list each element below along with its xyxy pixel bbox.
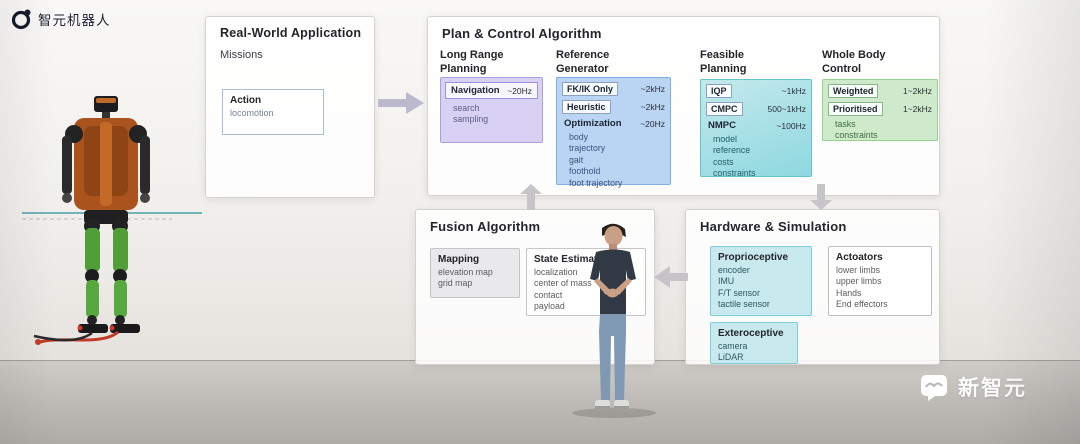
box-item: tactile sensor <box>718 299 770 310</box>
box-item: localization <box>534 267 578 277</box>
module-item: body <box>569 132 589 142</box>
xinzhiyuan-logo-icon <box>921 374 947 401</box>
module-item: foot trajectory <box>569 177 623 188</box>
module-name: Weighted <box>828 84 879 98</box>
panel-title: Hardware & Simulation <box>700 219 847 234</box>
module-item: constraints <box>713 168 756 179</box>
feasible-planning-module: IQP ~1kHz CMPC 500~1kHz NMPC ~100Hz mode… <box>700 79 812 179</box>
panel-title: Plan & Control Algorithm <box>442 26 602 41</box>
box-item: upper limbs <box>836 276 882 287</box>
box-item: elevation map <box>438 267 493 277</box>
column-heading-long-range: Long Range Planning <box>440 49 504 75</box>
brand-logo: 智元机器人 <box>10 8 111 30</box>
module-item: trajectory <box>569 143 606 154</box>
module-name: NMPC <box>708 120 736 131</box>
watermark-name: 新智元 <box>958 377 1027 400</box>
action-item: locomotion <box>230 108 274 118</box>
box-item: Hands <box>836 287 862 298</box>
arrow-plan-to-hardware <box>810 184 832 210</box>
box-title: State Estimation <box>534 254 613 265</box>
module-name: Optimization <box>564 118 622 129</box>
column-heading-feasible: Feasible Planning <box>700 49 747 75</box>
module-rate: ~2kHz <box>640 102 665 112</box>
module-item: search <box>453 103 480 113</box>
real-world-application-panel: Real-World Application Missions Action l… <box>205 16 375 198</box>
box-item: encoder <box>718 265 750 275</box>
module-name: Heuristic <box>562 100 611 114</box>
mapping-box: Mapping elevation map grid map <box>430 248 520 298</box>
watermark: 新智元 <box>920 372 1027 402</box>
module-name: IQP <box>706 84 732 98</box>
module-name: Navigation <box>451 85 500 96</box>
module-rate: ~2kHz <box>640 84 665 94</box>
panel-title: Fusion Algorithm <box>430 219 541 234</box>
module-rate: ~20Hz <box>640 118 665 129</box>
stage-floor <box>0 360 1080 444</box>
brand-name: 智元机器人 <box>38 13 111 28</box>
robot-visualization <box>22 96 202 345</box>
navigation-module: Navigation ~20Hz search sampling <box>440 77 543 143</box>
missions-label: Missions <box>220 49 263 61</box>
module-rate: 1~2kHz <box>902 86 932 96</box>
module-rate: 500~1kHz <box>767 104 806 114</box>
reference-generator-module: FK/IK Only ~2kHz Heuristic ~2kHz Optimiz… <box>556 77 671 188</box>
module-item: foothold <box>569 166 601 177</box>
panel-title: Real-World Application <box>220 26 362 40</box>
module-item: sampling <box>453 114 489 125</box>
box-item: F/T sensor <box>718 287 760 298</box>
box-item: End effectors <box>836 299 888 310</box>
box-item: contact <box>534 289 563 300</box>
box-title: Actoators <box>836 252 883 263</box>
column-heading-reference: Reference Generator <box>556 49 610 75</box>
box-item: payload <box>534 301 565 312</box>
module-rate: ~100Hz <box>776 120 806 131</box>
box-item: LiDAR <box>718 352 744 363</box>
module-item: model <box>713 134 737 144</box>
whole-body-control-module: Weighted 1~2kHz Prioritised 1~2kHz tasks… <box>822 79 938 141</box>
column-heading-wbc: Whole Body Control <box>822 49 886 75</box>
module-item: constraints <box>835 130 878 141</box>
module-rate: ~1kHz <box>781 86 806 96</box>
module-item: reference <box>713 145 751 156</box>
arrow-hardware-to-fusion <box>654 266 688 288</box>
exteroceptive-box: Exteroceptive camera LiDAR <box>710 322 798 364</box>
module-header: Navigation ~20Hz <box>445 82 538 99</box>
action-title: Action <box>230 95 262 106</box>
agibot-logo-icon <box>11 9 31 30</box>
module-name: Prioritised <box>828 102 883 116</box>
presenter <box>572 223 656 418</box>
hardware-simulation-panel: Hardware & Simulation Proprioceptive enc… <box>685 209 940 365</box>
module-rate: 1~2kHz <box>902 104 932 114</box>
actuators-box: Actoators lower limbs upper limbs Hands … <box>828 246 932 316</box>
plan-control-panel: Plan & Control Algorithm Long Range Plan… <box>427 16 940 196</box>
module-name: CMPC <box>706 102 743 116</box>
action-box: Action locomotion <box>222 89 324 135</box>
arrow-application-to-plan <box>378 92 424 114</box>
box-title: Exteroceptive <box>718 328 784 339</box>
module-item: tasks <box>835 119 856 129</box>
module-name: FK/IK Only <box>562 82 619 96</box>
box-item: lower limbs <box>836 265 880 275</box>
box-item: grid map <box>438 278 473 289</box>
module-rate: ~20Hz <box>507 85 532 96</box>
box-item: camera <box>718 341 748 351</box>
proprioceptive-box: Proprioceptive encoder IMU F/T sensor ta… <box>710 246 812 316</box>
box-title: Mapping <box>438 254 480 265</box>
box-title: Proprioceptive <box>718 252 789 263</box>
arrow-fusion-to-plan <box>520 184 542 210</box>
box-item: center of mass <box>534 278 592 289</box>
box-item: IMU <box>718 276 735 287</box>
module-item: costs <box>713 156 734 167</box>
module-item: gait <box>569 154 584 165</box>
